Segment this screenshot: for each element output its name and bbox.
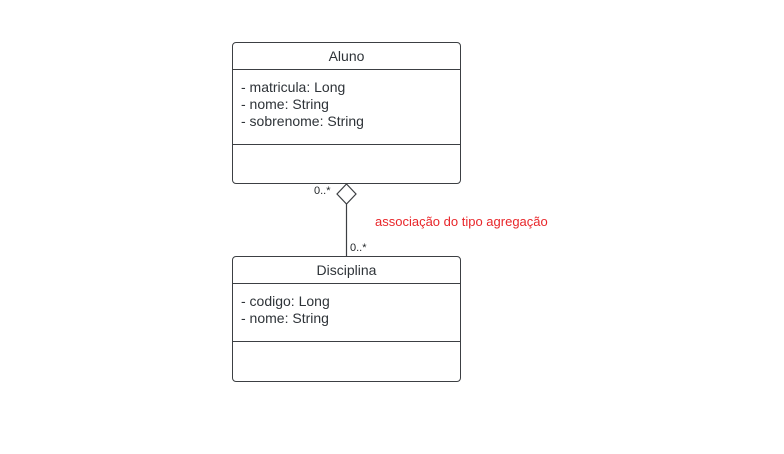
class-disciplina-name: Disciplina [233, 257, 460, 284]
class-aluno[interactable]: Aluno - matricula: Long - nome: String -… [232, 42, 461, 184]
attribute: - codigo: Long [241, 293, 330, 309]
association-annotation: associação do tipo agregação [375, 214, 548, 229]
class-aluno-attributes: - matricula: Long - nome: String - sobre… [233, 70, 460, 145]
aggregation-diamond [336, 183, 357, 205]
class-disciplina[interactable]: Disciplina - codigo: Long - nome: String [232, 256, 461, 382]
class-aluno-name: Aluno [233, 43, 460, 70]
multiplicity-aluno: 0..* [314, 185, 331, 197]
attribute: - nome: String [241, 310, 329, 326]
attribute: - nome: String [241, 96, 329, 112]
class-disciplina-attributes: - codigo: Long - nome: String [233, 284, 460, 342]
attribute: - sobrenome: String [241, 113, 364, 129]
attribute: - matricula: Long [241, 79, 346, 95]
multiplicity-disciplina: 0..* [350, 242, 367, 254]
